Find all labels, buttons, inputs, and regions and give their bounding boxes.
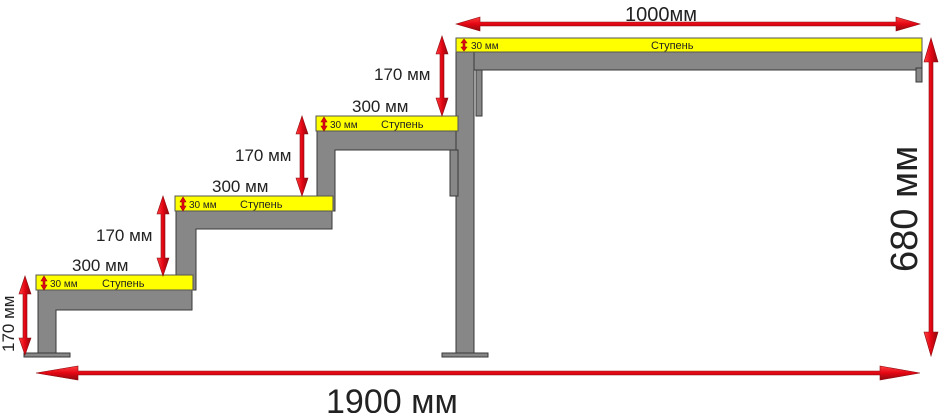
tread-1-thickness-label: 30 мм (50, 279, 78, 290)
rise-arrow-1 (18, 275, 32, 356)
support-post (449, 149, 459, 197)
platform-thickness-label: 30 мм (471, 41, 499, 52)
total-height-label: 680 мм (884, 146, 926, 272)
total-length-arrow (35, 365, 921, 381)
stringer-segment-2 (175, 210, 333, 291)
rise-arrow-4 (435, 35, 449, 117)
tread-3-thickness-label: 30 мм (330, 120, 358, 131)
rise-label-1: 170 мм (0, 296, 18, 352)
length-arrows (35, 16, 922, 381)
tread-1 (35, 274, 194, 291)
base-plate-right (441, 352, 489, 358)
treads (35, 37, 923, 291)
rise-label-4: 170 мм (374, 65, 430, 84)
tread-thickness-arrow-1 (40, 275, 48, 291)
dimension-labels: 1000мм 1900 мм 680 мм 170 мм 170 мм 170 … (0, 4, 926, 413)
stringer-segment-3 (316, 130, 459, 212)
tread-texts: 30 мм Ступень 30 мм Ступень 30 мм Ступен… (50, 40, 694, 290)
stringer-segment-1 (37, 289, 193, 356)
tread-1-label: Ступень (102, 278, 145, 290)
tread-2-label: Ступень (240, 199, 283, 211)
platform-beam (473, 51, 923, 71)
tread-2 (174, 195, 334, 212)
depth-label-3: 300 мм (352, 97, 408, 116)
tread-3 (315, 115, 459, 132)
tread-thickness-arrow-3 (320, 116, 328, 132)
tread-2-thickness-label: 30 мм (189, 200, 217, 211)
tread-3-label: Ступень (381, 119, 424, 131)
total-height-arrow (923, 36, 939, 358)
rise-arrow-2 (156, 195, 170, 277)
depth-label-1: 300 мм (72, 256, 128, 275)
rise-label-2: 170 мм (96, 226, 152, 245)
rise-label-3: 170 мм (235, 146, 291, 165)
platform-tread-label: Ступень (651, 40, 694, 52)
tread-thickness-arrows (40, 38, 468, 291)
platform-bracket (475, 69, 483, 117)
main-column (455, 51, 475, 356)
tread-thickness-arrow-4 (460, 38, 468, 52)
platform-length-arrow (454, 16, 922, 32)
depth-label-2: 300 мм (212, 177, 268, 196)
rise-arrow-3 (295, 115, 309, 197)
platform-end-post (915, 67, 923, 83)
total-length-label: 1900 мм (326, 383, 458, 413)
tread-platform (455, 37, 923, 53)
tread-thickness-arrow-2 (179, 196, 187, 212)
platform-length-label: 1000мм (625, 4, 697, 26)
base-plate-left (23, 352, 71, 358)
rise-arrows (18, 35, 939, 358)
steel-frame (23, 51, 923, 358)
